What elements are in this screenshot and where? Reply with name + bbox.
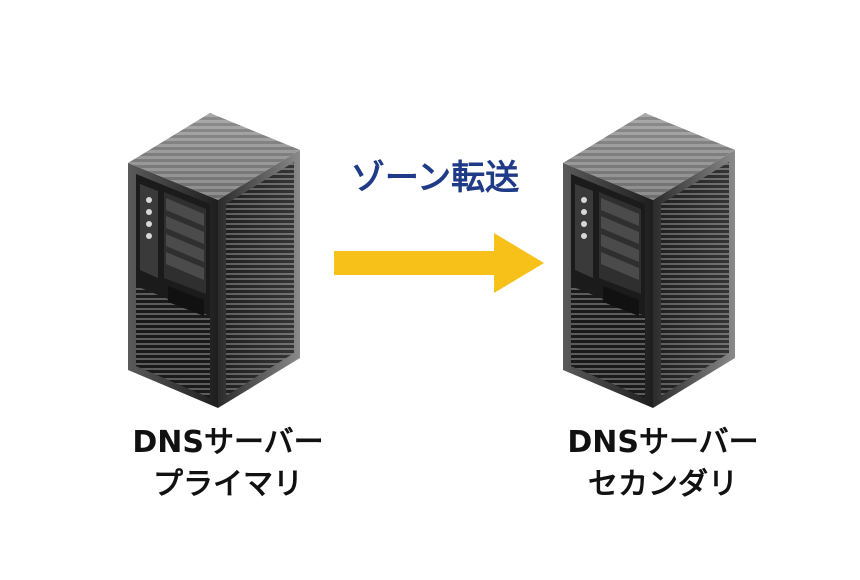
primary-server-role: プライマリ xyxy=(153,467,303,502)
primary-server-icon xyxy=(128,113,300,408)
arrow-right-icon xyxy=(334,233,544,293)
primary-server-label: DNSサーバー プライマリ xyxy=(98,422,358,506)
secondary-server-label: DNSサーバー セカンダリ xyxy=(533,422,793,506)
secondary-server-title: DNSサーバー xyxy=(567,425,759,460)
primary-server-title: DNSサーバー xyxy=(132,425,324,460)
zone-transfer-label: ゾーン転送 xyxy=(350,158,520,198)
secondary-server-role: セカンダリ xyxy=(588,467,738,502)
secondary-server-icon xyxy=(563,113,735,408)
